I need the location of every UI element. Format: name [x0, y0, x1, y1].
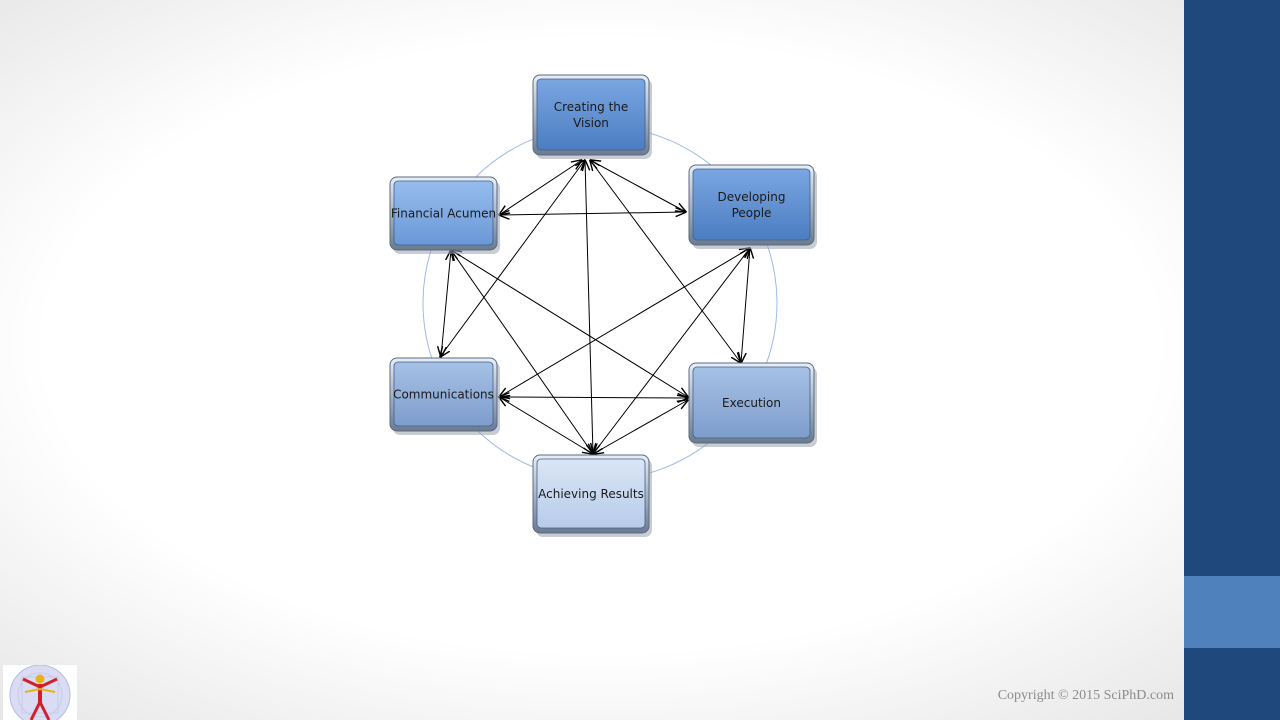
node-execution: Execution: [688, 362, 817, 447]
arrow-execution-to-communications: [499, 397, 688, 398]
arrow-execution-to-achieving-results: [593, 400, 688, 454]
arrow-creating-the-vision-to-achieving-results: [585, 160, 593, 454]
arrow-creating-the-vision-to-developing-people: [590, 160, 686, 212]
sidebar-accent-band: [1184, 576, 1280, 648]
arrow-achieving-results-to-communications: [499, 397, 593, 454]
arrow-developing-people-to-execution: [741, 248, 750, 363]
connector-arrows: [440, 160, 750, 454]
node-label-financial-acumen: Financial Acumen: [391, 207, 496, 221]
arrow-creating-the-vision-to-financial-acumen: [499, 160, 582, 215]
vitruvian-figure-logo-icon: [3, 664, 77, 720]
node-achieving-results: Achieving Results: [532, 454, 652, 537]
arrow-achieving-results-to-financial-acumen: [451, 250, 593, 454]
node-financial-acumen: Financial Acumen: [389, 176, 500, 254]
node-label-execution: Execution: [722, 396, 781, 410]
node-label-achieving-results: Achieving Results: [538, 487, 644, 501]
arrow-developing-people-to-financial-acumen: [499, 212, 686, 215]
arrow-communications-to-financial-acumen: [441, 250, 451, 357]
copyright-text: Copyright © 2015 SciPhD.com: [997, 688, 1174, 703]
node-communications: Communications: [389, 357, 500, 435]
node-label-communications: Communications: [393, 388, 494, 402]
